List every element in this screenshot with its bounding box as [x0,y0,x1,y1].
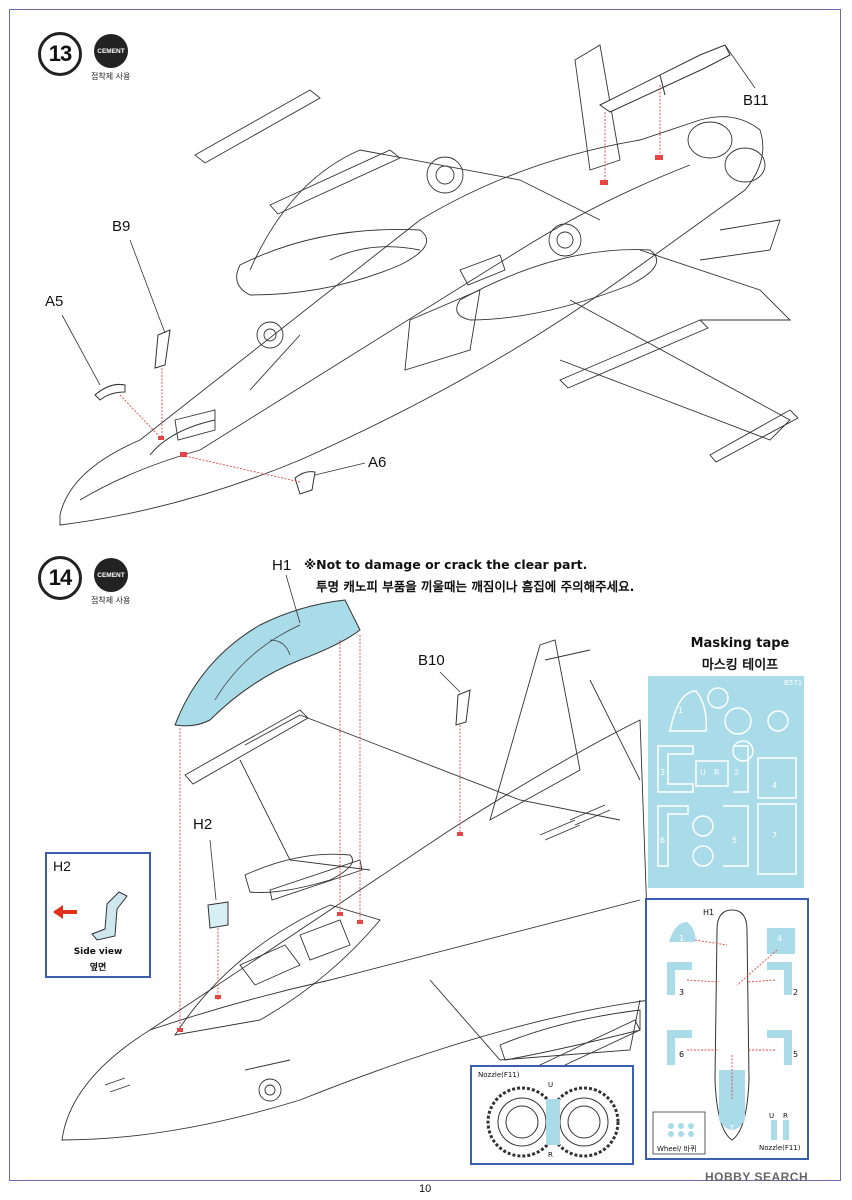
h2-caption-ko: 옆면 [89,963,107,973]
cement-icon: CEMENT [94,34,128,68]
wheel-label: Wheel/ 바퀴 [657,1145,697,1153]
canopy-number-6: 6 [679,1050,685,1059]
canopy-number-7: 7 [729,1124,735,1133]
tape-number-4: 4 [772,781,778,790]
tape-mark-r: R [714,768,720,777]
nozzle-label: Nozzle(F11) [759,1144,801,1152]
tape-number-6: 6 [660,836,666,845]
canopy-part-label: H1 [703,908,715,917]
nozzle-mark-r: R [548,1151,553,1159]
cement-note: 접착제 사용 [91,72,131,81]
nozzle-inset: Nozzle(F11) U R [470,1065,634,1165]
tape-mark-u: U [700,768,706,777]
cement-note: 접착제 사용 [91,596,131,605]
part-label-a5: A5 [45,293,64,310]
step-14-badge: 14 [38,556,82,600]
canopy-number-3: 3 [679,988,685,997]
masking-tape-shapes [657,687,797,875]
canopy-number-5: 5 [793,1050,799,1059]
cement-icon: CEMENT [94,558,128,592]
h2-side-view-drawing [53,891,128,941]
direction-arrow-icon [53,905,63,919]
tape-number-5: 5 [732,836,738,845]
masking-tape-sheet: B571 1 2 3 4 5 6 7 U R [648,676,804,888]
part-label-h1: H1 [272,557,292,574]
h2-inset-title: H2 [53,858,71,874]
part-label-b9: B9 [112,218,131,235]
part-label-b11: B11 [743,92,769,109]
nozzle-inset-title: Nozzle(F11) [478,1071,520,1079]
warning-english: ※Not to damage or crack the clear part. [304,557,588,572]
canopy-mark-r: R [783,1112,788,1120]
nozzle-drawing [486,1086,620,1158]
canopy-number-1: 1 [679,934,685,943]
page-frame [9,9,841,1181]
step-13-number: 13 [48,41,73,66]
h2-caption-en: Side view [73,947,123,957]
part-label-h2: H2 [193,816,213,833]
part-label-b10: B10 [418,652,445,669]
step-14-number: 14 [48,565,73,590]
cement-label: CEMENT [97,47,125,55]
page-number: 10 [419,1183,432,1195]
canopy-mark-u: U [769,1112,775,1120]
tape-number-1: 1 [678,706,684,715]
tape-number-7: 7 [772,831,778,840]
tape-number-3: 3 [660,768,666,777]
nozzle-mark-u: U [548,1081,554,1089]
cement-label: CEMENT [97,571,125,579]
masking-tape-title-en: Masking tape [690,636,790,651]
sheet-code: B571 [784,679,803,687]
step-13-badge: 13 [38,32,82,76]
canopy-masking-inset: H1 1 2 3 4 5 6 7 Wheel/ 바퀴 Nozzle(F11) U… [645,898,809,1160]
warning-korean: 투명 캐노피 부품을 끼울때는 깨짐이나 흠집에 주의해주세요. [316,579,635,594]
canopy-number-4: 4 [777,934,783,943]
watermark-brand: HOBBY SEARCH [705,1170,809,1184]
h2-side-view-inset: H2 Side view 옆면 [45,852,151,978]
canopy-number-2: 2 [793,988,799,997]
masking-tape-title-ko: 마스킹 테이프 [701,658,779,673]
canopy-masking-drawing [652,909,795,1155]
part-label-a6: A6 [368,454,387,471]
tape-number-2: 2 [734,768,740,777]
